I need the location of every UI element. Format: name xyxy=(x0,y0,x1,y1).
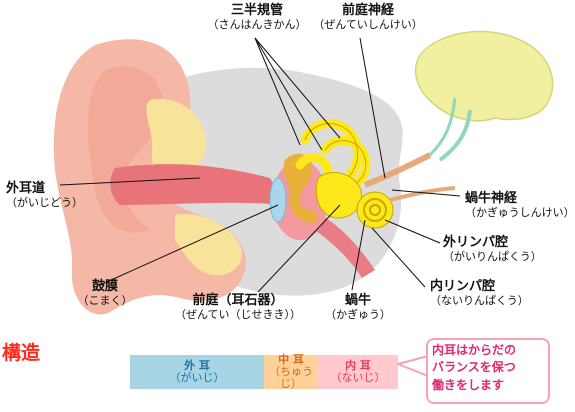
structure-title: 構造 xyxy=(2,342,41,364)
bar-inner-ear: 内 耳 （ないじ） xyxy=(318,355,398,389)
bar-label: 内 耳 xyxy=(345,358,371,372)
label-cochlear-nerve: 蝸牛神経 （かぎゅうしんけい） xyxy=(465,191,575,220)
label-sub: （かぎゅうしんけい） xyxy=(465,205,575,219)
label-main: 前庭神経 xyxy=(341,3,394,18)
cartilage xyxy=(146,99,206,181)
note-line-1: 内耳はからだの xyxy=(432,343,517,357)
label-main: 蝸牛神経 xyxy=(465,191,518,206)
bar-sub: （がいじ） xyxy=(169,371,225,384)
leader-lines xyxy=(59,37,461,293)
bar-label: 中 耳 xyxy=(278,352,304,366)
label-main: 外耳道 xyxy=(6,181,46,196)
bar-label: 外 耳 xyxy=(184,358,210,372)
label-sub: （ぜんてい（じせきき）） xyxy=(175,307,301,321)
nerve-bundle xyxy=(363,152,432,188)
label-main: 内リンパ腔 xyxy=(430,279,496,294)
label-sub: （ないりんぱくう） xyxy=(430,293,529,307)
note-line-2: バランスを保つ xyxy=(432,360,516,375)
bar-outer-ear: 外 耳 （がいじ） xyxy=(130,355,264,389)
label-ear-canal: 外耳道 （がいじどう） xyxy=(6,181,106,210)
label-eardrum: 鼓膜 （こまく） xyxy=(70,279,140,308)
label-sub: （さんはんきかん） xyxy=(207,17,307,31)
label-vestibular-nerve: 前庭神経 （ぜんていしんけい） xyxy=(298,3,438,32)
eardrum-shape xyxy=(269,177,287,223)
label-sub: （こまく） xyxy=(77,293,133,307)
bar-sub: （ちゅうじ） xyxy=(269,364,313,391)
label-main: 前庭（耳石器） xyxy=(192,293,284,308)
label-perilymph: 外リンパ腔 （がいりんぱくう） xyxy=(443,235,553,264)
bar-middle-ear: 中 耳 （ちゅうじ） xyxy=(264,352,318,391)
label-main: 鼓膜 xyxy=(91,279,118,294)
cochlea-shape xyxy=(356,191,394,229)
ear-canal xyxy=(110,164,285,205)
auricle-inner-fold xyxy=(87,66,164,233)
label-sub: （ぜんていしんけい） xyxy=(313,17,423,31)
cochlea-coil-2 xyxy=(369,204,381,216)
brain-stem xyxy=(438,109,472,162)
label-vestibule: 前庭（耳石器） （ぜんてい（じせきき）） xyxy=(168,293,308,322)
label-sub: （かぎゅう） xyxy=(325,307,391,321)
label-semicircular-canals: 三半規管 （さんはんきかん） xyxy=(177,3,337,32)
label-sub: （がいじどう） xyxy=(6,195,83,209)
cochlea-coil-1 xyxy=(363,198,387,222)
brain-stem-2 xyxy=(428,97,457,157)
note-line-3: 働きをします xyxy=(432,377,505,392)
bar-sub: （ないじ） xyxy=(330,371,386,384)
label-main: 外リンパ腔 xyxy=(443,235,509,250)
label-main: 三半規管 xyxy=(230,3,283,18)
label-sub: （がいりんぱくう） xyxy=(443,249,542,263)
ossicles xyxy=(283,153,318,223)
label-endolymph: 内リンパ腔 （ないりんぱくう） xyxy=(430,279,550,308)
label-main: 蝸牛 xyxy=(344,293,371,308)
cartilage-lower xyxy=(175,214,243,276)
label-cochlea: 蝸牛 （かぎゅう） xyxy=(318,293,398,322)
note-callout: 内耳はからだの バランスを保つ 働きをします xyxy=(426,338,550,404)
brain xyxy=(414,30,554,122)
